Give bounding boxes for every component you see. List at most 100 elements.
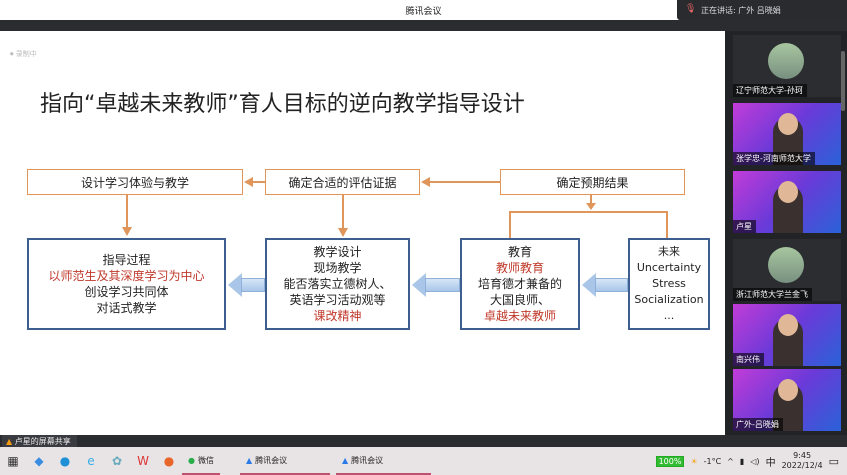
participant-tile[interactable]: 辽宁师范大学-孙珂	[733, 35, 841, 97]
arrow-shaft	[595, 278, 628, 292]
arrow-head	[244, 177, 253, 187]
text-line: 能否落实立德树人、	[283, 277, 392, 291]
arrow-head	[586, 203, 596, 210]
windows-start-icon[interactable]: ▦	[7, 454, 19, 468]
text-line: 教育	[507, 245, 532, 259]
text-line: Socialization	[634, 293, 704, 306]
volume-icon[interactable]: ◁)	[750, 456, 760, 466]
participant-tile[interactable]: 张学忠-河南师范大学	[733, 103, 841, 165]
firefox-icon[interactable]: ●	[163, 454, 175, 468]
speaking-text: 正在讲话: 广外 吕晓娟	[701, 6, 781, 15]
text-line: 现场教学	[313, 261, 362, 275]
text-line: Stress	[652, 277, 686, 290]
text-highlight: 课改精神	[313, 309, 362, 323]
arrow-shaft	[425, 278, 460, 292]
participant-tile[interactable]: 广外-吕晓娟	[733, 369, 841, 431]
avatar	[768, 247, 804, 283]
avatar	[768, 43, 804, 79]
recording-label: 录制中	[15, 50, 37, 58]
participant-tile[interactable]: 南兴伟	[733, 304, 841, 366]
taskbar-tencent-meeting[interactable]: ▲腾讯会议	[239, 447, 330, 475]
text-line: 大国良师、	[489, 293, 550, 307]
share-label-text: 卢星的屏幕共享	[14, 437, 71, 446]
edge-browser-icon[interactable]: ●	[59, 454, 71, 468]
text-line: ...	[663, 309, 675, 322]
notification-icon[interactable]: ▭	[828, 454, 839, 468]
mic-icon: 🎙	[685, 4, 697, 14]
arrow-head	[338, 228, 348, 237]
text-line: 对话式教学	[96, 301, 157, 315]
text-line: Uncertainty	[636, 261, 702, 274]
slide-title: 指向“卓越未来教师”育人目标的逆向教学指导设计	[40, 92, 525, 117]
ime-indicator[interactable]: 中	[765, 457, 776, 469]
participant-name: 南兴伟	[733, 353, 764, 366]
weather-temp[interactable]: -1°C	[703, 456, 722, 466]
speaking-indicator: 🎙 正在讲话: 广外 吕晓娟	[677, 0, 847, 20]
share-status-bar: ▲ 卢星的屏幕共享	[0, 435, 847, 447]
network-icon[interactable]: ▮	[739, 456, 745, 466]
battery-indicator[interactable]: 100%	[655, 455, 685, 467]
tencent-meeting-icon: ▲	[245, 455, 253, 465]
taskbar-tencent-meeting[interactable]: ▲腾讯会议	[335, 447, 431, 475]
taskbar-app-label: 腾讯会议	[351, 455, 384, 465]
text-line: 指导过程	[102, 253, 151, 267]
wps-icon[interactable]: W	[137, 454, 149, 468]
app-icon[interactable]: ✿	[111, 454, 123, 468]
box-education: 教育 教师教育 培育德才兼备的 大国良师、 卓越未来教师	[460, 238, 580, 330]
participant-tile[interactable]: 卢星	[733, 171, 841, 233]
arrow-line	[590, 195, 592, 205]
arrow-line	[253, 181, 265, 183]
text-line: 英语学习活动观等	[289, 293, 386, 307]
arrow-shaft	[241, 278, 265, 292]
box-design-learning: 设计学习体验与教学	[27, 169, 243, 195]
arrow-line	[430, 181, 500, 183]
screen-share-label[interactable]: ▲ 卢星的屏幕共享	[2, 435, 77, 447]
window-titlebar: 腾讯会议 🎙 正在讲话: 广外 吕晓娟	[0, 0, 847, 20]
bracket-line	[666, 211, 668, 238]
bracket-line	[509, 211, 511, 238]
wechat-icon: ●	[188, 455, 195, 465]
text-line: 培育德才兼备的	[477, 277, 562, 291]
participant-name: 卢星	[733, 220, 756, 233]
text-line: 创设学习共同体	[84, 285, 169, 299]
text-line: 未来	[658, 245, 680, 258]
box-evidence: 确定合适的评估证据	[265, 169, 420, 195]
toolbar-band	[0, 20, 847, 31]
tencent-meeting-icon: ▲	[341, 455, 349, 465]
windows-taskbar: ▦ ◆ ● e ✿ W ● ●微信 ▲腾讯会议 ▲腾讯会议 100% ☀ -1°…	[0, 447, 847, 475]
chevron-up-icon[interactable]: ^	[727, 456, 734, 466]
box-teaching-design: 教学设计 现场教学 能否落实立德树人、 英语学习活动观等 课改精神	[265, 238, 410, 330]
taskbar-app-label: 腾讯会议	[255, 455, 288, 465]
text-line: 教学设计	[313, 245, 362, 259]
participant-name: 辽宁师范大学-孙珂	[733, 84, 807, 97]
box-future: 未来 Uncertainty Stress Socialization ...	[628, 238, 710, 330]
clock-time: 9:45	[793, 451, 812, 460]
arrow-head	[122, 227, 132, 236]
text-highlight: 卓越未来教师	[483, 309, 556, 323]
text-highlight: 教师教育	[495, 261, 544, 275]
scrollbar[interactable]	[841, 51, 845, 111]
box-guidance: 指导过程 以师范生及其深度学习为中心 创设学习共同体 对话式教学	[27, 238, 226, 330]
video-person	[773, 181, 803, 233]
video-person	[773, 314, 803, 366]
file-explorer-icon[interactable]: ◆	[34, 454, 44, 468]
user-icon: ▲	[6, 437, 13, 446]
ie-browser-icon[interactable]: e	[87, 454, 95, 468]
box-results: 确定预期结果	[500, 169, 685, 195]
participant-panel: 辽宁师范大学-孙珂 张学忠-河南师范大学 卢星 浙江师范大学兰金飞 南兴伟 广外…	[725, 31, 847, 435]
participant-tile[interactable]: 浙江师范大学兰金飞	[733, 239, 841, 301]
shared-slide: ⏺ 录制中 指向“卓越未来教师”育人目标的逆向教学指导设计 设计学习体验与教学 …	[0, 31, 725, 435]
text-highlight: 以师范生及其深度学习为中心	[48, 269, 205, 283]
taskbar-wechat[interactable]: ●微信	[182, 447, 220, 475]
participant-name: 广外-吕晓娟	[733, 418, 783, 431]
arrow-left-icon	[412, 273, 426, 297]
arrow-line	[342, 195, 344, 228]
app-title: 腾讯会议	[405, 7, 442, 17]
clock-date: 2022/12/4	[781, 461, 823, 470]
bracket-line	[509, 211, 668, 213]
recording-indicator: ⏺ 录制中	[10, 50, 37, 58]
arrow-left-icon	[228, 273, 242, 297]
participant-name: 张学忠-河南师范大学	[733, 152, 815, 165]
